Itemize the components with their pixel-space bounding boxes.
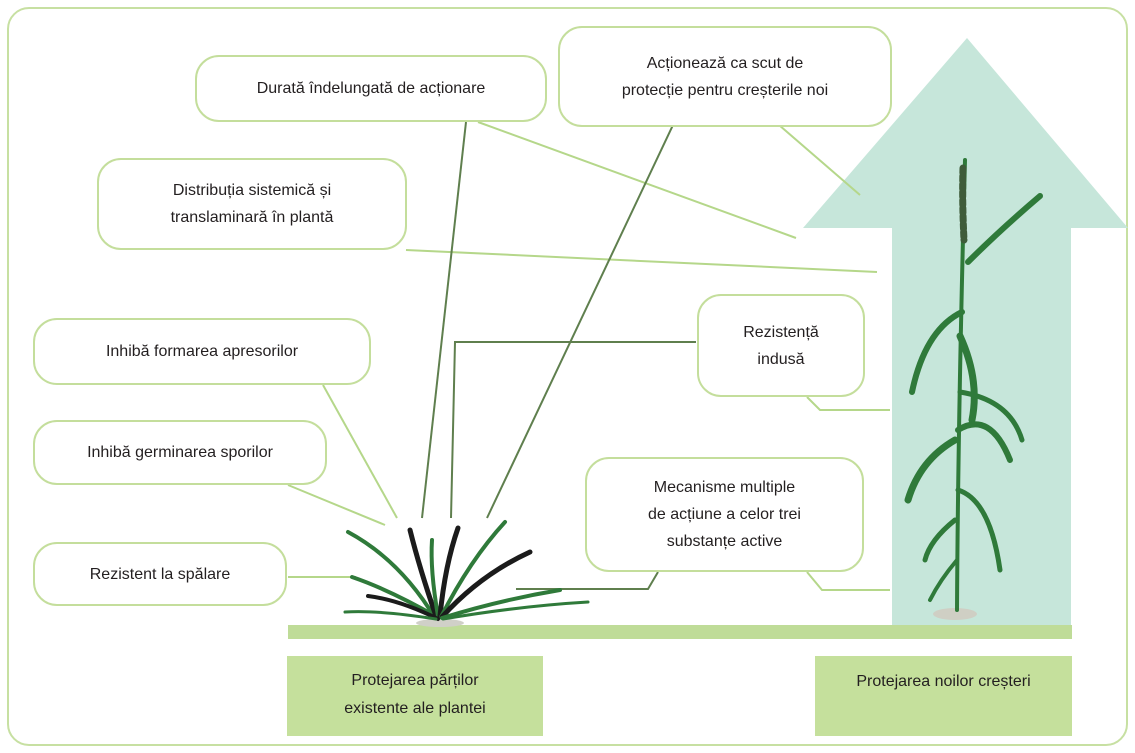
small-plant-icon — [343, 520, 590, 627]
growth-arrow — [803, 38, 1128, 625]
ground-bar — [288, 625, 1072, 639]
connectors-light — [287, 121, 890, 591]
label-mecanisme-multiple: Mecanisme multiple de acțiune a celor tr… — [585, 457, 864, 572]
label-inhiba-apresori: Inhibă formarea apresorilor — [33, 318, 371, 385]
box-protejarea-cresteri: Protejarea noilor creșteri — [815, 656, 1072, 736]
tall-plant-icon — [904, 158, 1043, 620]
label-inhiba-spori: Inhibă germinarea sporilor — [33, 420, 327, 485]
label-rezistent-spalare: Rezistent la spălare — [33, 542, 287, 606]
label-distributia-sistemica: Distribuția sistemică și translaminară î… — [97, 158, 407, 250]
label-scut-protectie: Acționează ca scut de protecție pentru c… — [558, 26, 892, 127]
box-protejarea-partilor: Protejarea părților existente ale plante… — [287, 656, 543, 736]
connectors-dark — [421, 121, 696, 590]
label-durata: Durată îndelungată de acționare — [195, 55, 547, 122]
label-rezistenta-indusa: Rezistență indusă — [697, 294, 865, 397]
